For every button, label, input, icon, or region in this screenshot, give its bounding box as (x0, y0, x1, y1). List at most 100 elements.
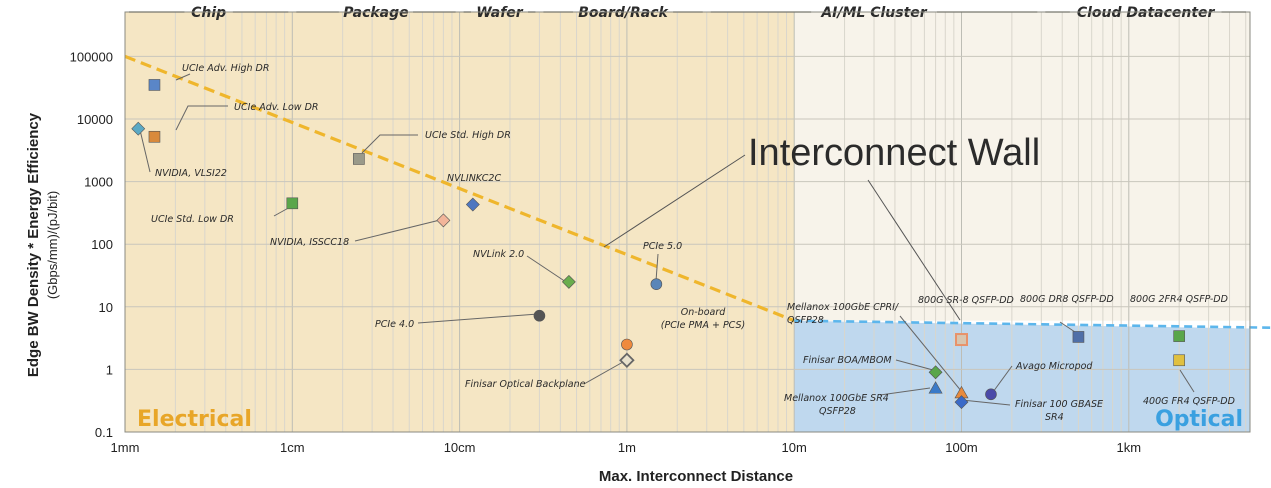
walls (124, 54, 1271, 330)
point-400g-fr4-qsfp-dd (1173, 354, 1185, 367)
label-ucie-adv-high-dr: UCIe Adv. High DR (182, 63, 269, 74)
point-ucie-std-low-dr (286, 197, 299, 210)
point-on-board-pcie-pma-pcs- (621, 338, 633, 351)
x-tick-label: 1m (618, 440, 636, 455)
x-tick-label: 1mm (111, 440, 140, 455)
y-tick-label: 1000 (84, 175, 113, 190)
point-leader (992, 365, 1013, 393)
label-finisar-boa-mbom: Finisar BOA/MBOM (803, 355, 892, 366)
y-tick-label: 1 (106, 362, 113, 377)
point-ucie-std-high-dr (353, 153, 365, 165)
point-leader (175, 105, 228, 131)
point-ucie-adv-low-dr (148, 130, 161, 143)
point-avago-micropod (985, 388, 997, 401)
label-mellanox-100gbe-sr4-qsfp28-line: QSFP28 (819, 406, 856, 417)
point-leader (583, 361, 624, 385)
domain-label: Board/Rack (578, 5, 669, 21)
point-ucie-adv-high-dr (148, 79, 161, 91)
y-tick-label: 10 (99, 300, 113, 315)
y-tick-label: 0.1 (95, 425, 113, 440)
data-points (131, 79, 1185, 410)
interconnect-wall-label: Interconnect Wall (748, 132, 1040, 174)
point-finisar-100-gbase-sr4 (954, 395, 969, 410)
label-nvlink-2-0: NVLink 2.0 (473, 249, 524, 260)
axes: 1mm 1cm 10cm 1m 10m 100m 1km 0.1 1 10 100 1000 10000… (70, 11, 1251, 455)
x-tick-label: 10m (782, 440, 807, 455)
point-finisar-boa-mbom (928, 365, 943, 380)
point-leader (526, 255, 567, 283)
label-ucie-std-high-dr: UCIe Std. High DR (425, 130, 511, 141)
y-tick-label: 10000 (77, 112, 113, 127)
point-nvlinkc2c (465, 197, 480, 212)
y-axis-title-line1: Edge BW Density * Energy Efficiency (25, 112, 42, 377)
label-ucie-std-low-dr: UCIe Std. Low DR (151, 214, 234, 225)
leader-lines (139, 73, 1195, 406)
x-tick-label: 10cm (444, 440, 476, 455)
point-nvidia-isscc18 (436, 213, 451, 228)
point-leader (961, 399, 1011, 406)
point-leader (879, 387, 931, 396)
point-leader (899, 315, 963, 393)
point-leader (417, 313, 539, 324)
point-finisar-optical-backplane (619, 352, 635, 369)
wall-leader (867, 179, 961, 321)
x-axis-title: Max. Interconnect Distance (599, 468, 793, 485)
point-leader (139, 129, 151, 173)
label-mellanox-100gbe-cpri-qsfp28-line: Mellanox 100GbE CPRI/ (787, 302, 900, 313)
point-nvidia-vlsi22 (131, 121, 146, 136)
label-800g-2fr4-qsfp-dd: 800G 2FR4 QSFP-DD (1130, 294, 1228, 305)
label-on-board-pcie-pma-pcs-: On-board (PCIe PMA + PCS) (661, 307, 745, 331)
domain-label: Chip (191, 5, 226, 21)
point-leader (895, 359, 934, 371)
point-800g-sr-8-qsfp-dd (955, 333, 968, 347)
label-finisar-100-gbase-sr4-line: Finisar 100 GBASE (1015, 399, 1103, 410)
label-on-board-pcie-pma-pcs--line: (PCIe PMA + PCS) (661, 320, 745, 331)
point-mellanox-100gbe-sr4-qsfp28 (928, 381, 943, 394)
label-finisar-optical-backplane: Finisar Optical Backplane (465, 379, 586, 390)
label-on-board-pcie-pma-pcs--line: On-board (681, 307, 726, 318)
electrical-region-label: Electrical (137, 407, 252, 432)
x-tick-label: 100m (945, 440, 978, 455)
label-mellanox-100gbe-cpri-qsfp28: Mellanox 100GbE CPRI/QSFP28 (787, 302, 900, 326)
plot-frame (124, 11, 1251, 433)
gridlines (124, 12, 1250, 433)
label-nvlinkc2c: NVLINKC2C (447, 173, 501, 184)
point-pcie-4-0 (533, 309, 546, 322)
label-ucie-adv-low-dr: UCIe Adv. Low DR (234, 102, 318, 113)
optical-wall (794, 319, 1271, 330)
optical-region (794, 320, 1250, 432)
point-leader (655, 253, 659, 282)
label-800g-dr8-qsfp-dd: 800G DR8 QSFP-DD (1020, 294, 1114, 305)
label-800g-sr-8-qsfp-dd: 800G SR-8 QSFP-DD (918, 295, 1014, 306)
point-nvlink-2-0 (561, 274, 576, 289)
y-tick-label: 100 (91, 237, 113, 252)
label-avago-micropod: Avago Micropod (1015, 361, 1093, 372)
domain-header: Chip Package Wafer Board/Rack AI/ML Cluster C… (129, 5, 1246, 21)
y-tick-label: 100000 (70, 49, 113, 64)
label-pcie-4-0: PCIe 4.0 (375, 319, 414, 330)
point-leader (1179, 369, 1195, 393)
point-800g-2fr4-qsfp-dd (1173, 330, 1185, 342)
point-leader (361, 134, 418, 154)
wall-leader (603, 154, 746, 248)
domain-label: Package (343, 5, 408, 21)
optical-region-label: Optical (1155, 407, 1243, 432)
label-nvidia-vlsi22: NVIDIA, VLSI22 (155, 168, 227, 179)
domain-label: AI/ML Cluster (820, 5, 927, 21)
point-pcie-5-0 (650, 278, 663, 290)
point-800g-dr8-qsfp-dd (1072, 331, 1085, 343)
label-finisar-100-gbase-sr4-line: SR4 (1045, 412, 1064, 423)
point-labels: UCIe Adv. High DR UCIe Adv. Low DR NVIDIA,… (151, 63, 1235, 423)
y-axis-title-line2: (Gbps/mm)/(pJ/bit) (45, 191, 60, 299)
upper-blank-region (794, 12, 1250, 321)
domain-label: Wafer (476, 5, 524, 21)
x-tick-label: 1cm (280, 440, 305, 455)
x-tick-label: 1km (1117, 440, 1142, 455)
label-pcie-5-0: PCIe 5.0 (643, 241, 682, 252)
label-400g-fr4-qsfp-dd: 400G FR4 QSFP-DD (1143, 396, 1235, 407)
label-mellanox-100gbe-cpri-qsfp28-line: QSFP28 (787, 315, 824, 326)
label-mellanox-100gbe-sr4-qsfp28-line: Mellanox 100GbE SR4 (784, 393, 889, 404)
domain-label: Cloud Datacenter (1077, 5, 1216, 21)
